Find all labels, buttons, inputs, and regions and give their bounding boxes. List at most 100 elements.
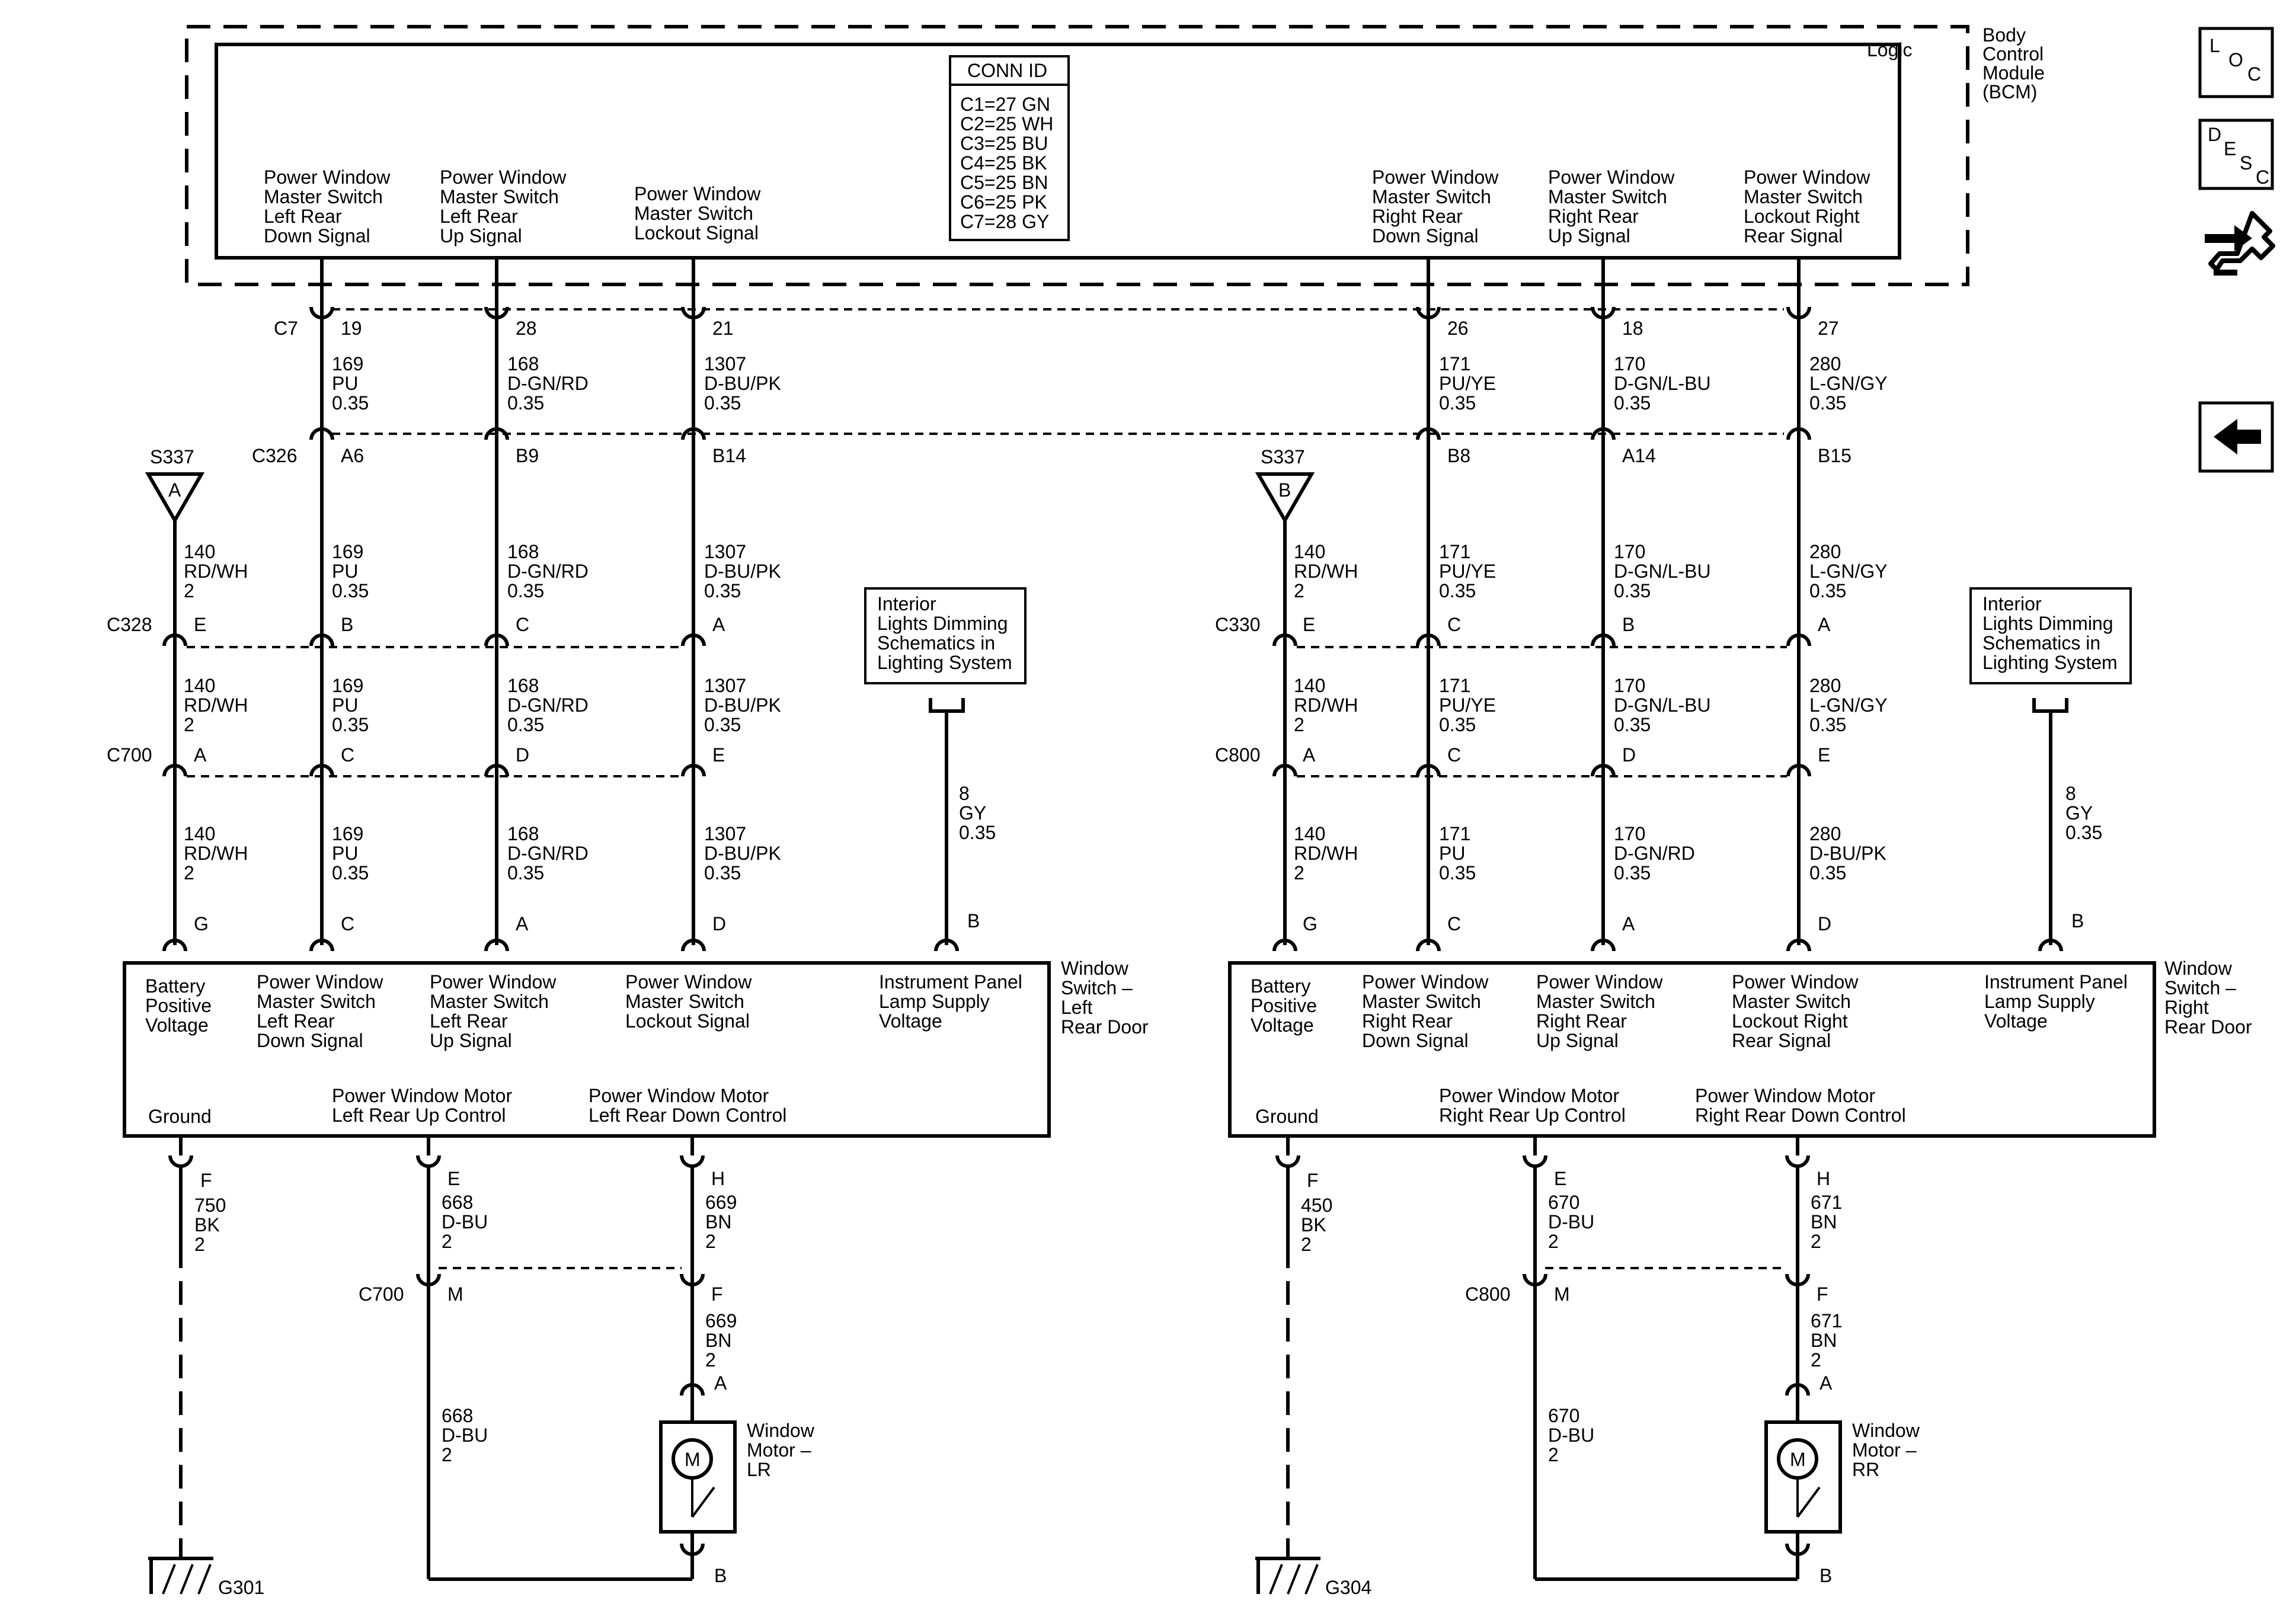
left-interior-wire-label: 8 GY 0.35 (959, 783, 996, 843)
svg-text:0.35: 0.35 (1439, 714, 1476, 735)
svg-text:Lights Dimming: Lights Dimming (1982, 613, 2113, 634)
svg-text:Power Window: Power Window (1732, 971, 1859, 993)
right-switch-top-cups (1272, 939, 2063, 952)
svg-text:140: 140 (1294, 675, 1325, 696)
svg-text:668: 668 (442, 1192, 473, 1213)
svg-text:Power Window: Power Window (1744, 167, 1870, 188)
svg-text:S: S (2240, 152, 2252, 174)
left-up-wire-label: 668 D-BU 2 (442, 1192, 488, 1252)
svg-text:RD/WH: RD/WH (1294, 694, 1358, 716)
c800-lower-pin-m: M (1554, 1283, 1570, 1305)
left-window-motor-icon (659, 1420, 737, 1534)
svg-text:169: 169 (332, 353, 363, 375)
svg-text:B15: B15 (1818, 445, 1851, 466)
loc-button[interactable]: L O C (2198, 27, 2274, 98)
left-motor-name: Window Motor – LR (747, 1420, 815, 1480)
left-section: S337 A C328 E B C A C700 A C (107, 446, 1149, 1598)
right-ground-name: G304 (1325, 1577, 1371, 1598)
svg-text:D-GN/RD: D-GN/RD (507, 694, 589, 716)
c700-label: C700 (107, 744, 152, 766)
right-wire-labels-to-c330: 140 RD/WH 2 171 PU/YE 0.35 170 D-GN/L-BU… (1294, 541, 1888, 601)
svg-text:Right Rear: Right Rear (1362, 1010, 1453, 1032)
svg-text:670: 670 (1548, 1192, 1579, 1213)
svg-text:Voltage: Voltage (1251, 1014, 1314, 1036)
svg-text:L-GN/GY: L-GN/GY (1809, 561, 1888, 582)
svg-text:Right Rear Down Control: Right Rear Down Control (1695, 1105, 1906, 1126)
right-interior-lights-box[interactable]: Interior Lights Dimming Schematics in Li… (1969, 587, 2132, 684)
svg-text:0.35: 0.35 (507, 862, 544, 884)
svg-text:0.35: 0.35 (1614, 714, 1651, 735)
c7-pin-labels: 19 28 21 26 18 27 (341, 318, 1839, 339)
back-button[interactable] (2198, 401, 2274, 473)
svg-text:Lamp Supply: Lamp Supply (879, 991, 990, 1012)
svg-text:Right Rear Up Control: Right Rear Up Control (1439, 1105, 1626, 1126)
svg-text:BK: BK (1301, 1214, 1326, 1235)
right-splice-letter: B (1278, 479, 1291, 501)
connector-hand-icon[interactable] (2205, 211, 2275, 276)
svg-text:28: 28 (516, 318, 537, 339)
svg-text:21: 21 (712, 318, 734, 339)
svg-text:A: A (1303, 744, 1316, 766)
svg-text:Up Signal: Up Signal (1536, 1030, 1619, 1051)
svg-text:PU/YE: PU/YE (1439, 561, 1496, 582)
svg-text:171: 171 (1439, 541, 1470, 562)
svg-text:D-GN/L-BU: D-GN/L-BU (1614, 694, 1711, 716)
svg-text:0.35: 0.35 (1809, 862, 1846, 884)
right-motor-symbol: M (1790, 1449, 1806, 1470)
svg-text:Lights Dimming: Lights Dimming (877, 613, 1008, 634)
svg-text:GY: GY (2065, 802, 2093, 824)
svg-text:1307: 1307 (704, 541, 746, 562)
right-return-wire-label: 670 D-BU 2 (1548, 1405, 1594, 1465)
bcm-outline (185, 25, 1969, 286)
right-motor-pin-b: B (1819, 1565, 1832, 1586)
svg-text:Lighting System: Lighting System (877, 652, 1012, 673)
svg-text:E: E (712, 744, 725, 766)
svg-text:D: D (1622, 744, 1636, 766)
svg-text:B8: B8 (1447, 445, 1470, 466)
left-return-wire-label: 668 D-BU 2 (442, 1405, 488, 1465)
c800-cups (1272, 764, 1811, 777)
svg-text:0.35: 0.35 (332, 714, 369, 735)
left-motor-wire-label: 669 BN 2 (705, 1310, 737, 1371)
svg-text:RD/WH: RD/WH (184, 561, 248, 582)
svg-text:B9: B9 (516, 445, 539, 466)
right-splice-name: S337 (1261, 446, 1305, 468)
svg-text:670: 670 (1548, 1405, 1579, 1426)
svg-text:170: 170 (1614, 541, 1645, 562)
left-interior-lights-box[interactable]: Interior Lights Dimming Schematics in Li… (864, 587, 1027, 684)
svg-text:18: 18 (1622, 318, 1643, 339)
svg-text:Left Rear: Left Rear (264, 206, 342, 227)
c330-label: C330 (1215, 614, 1261, 635)
left-ground-wire-label: 750 BK 2 (194, 1195, 226, 1255)
svg-text:Ground: Ground (1255, 1106, 1319, 1127)
c7-cups (309, 306, 1811, 319)
svg-text:Schematics in: Schematics in (1982, 632, 2100, 654)
c700-cups (162, 764, 706, 777)
svg-text:2: 2 (1301, 1234, 1312, 1255)
svg-text:A: A (516, 913, 529, 934)
left-switch-top-cups (162, 939, 959, 952)
svg-text:PU: PU (332, 373, 358, 394)
svg-text:LR: LR (747, 1459, 771, 1480)
svg-text:(BCM): (BCM) (1982, 81, 2037, 103)
left-wire-labels-c328-c700: 140 RD/WH 2 169 PU 0.35 168 D-GN/RD 0.35… (184, 675, 781, 735)
c800-label: C800 (1215, 744, 1261, 766)
svg-text:RD/WH: RD/WH (184, 694, 248, 716)
desc-button[interactable]: D E S C (2198, 119, 2274, 190)
svg-text:Power Window: Power Window (257, 971, 383, 993)
right-window-switch-box (1228, 961, 2156, 1138)
svg-text:Voltage: Voltage (879, 1010, 942, 1032)
svg-text:C5=25 BN: C5=25 BN (960, 172, 1048, 193)
svg-text:D-BU/PK: D-BU/PK (704, 373, 781, 394)
svg-text:C: C (341, 744, 354, 766)
svg-text:C6=25 PK: C6=25 PK (960, 191, 1047, 213)
svg-text:0.35: 0.35 (1614, 580, 1651, 601)
svg-text:0.35: 0.35 (1614, 392, 1651, 414)
svg-text:C7=28 GY: C7=28 GY (960, 211, 1049, 232)
svg-text:0.35: 0.35 (704, 392, 741, 414)
svg-text:Power Window: Power Window (440, 167, 567, 188)
svg-text:L: L (2209, 35, 2220, 56)
left-splice-triangle (145, 472, 205, 524)
c800-lower-label: C800 (1465, 1283, 1511, 1305)
svg-text:O: O (2228, 49, 2243, 71)
